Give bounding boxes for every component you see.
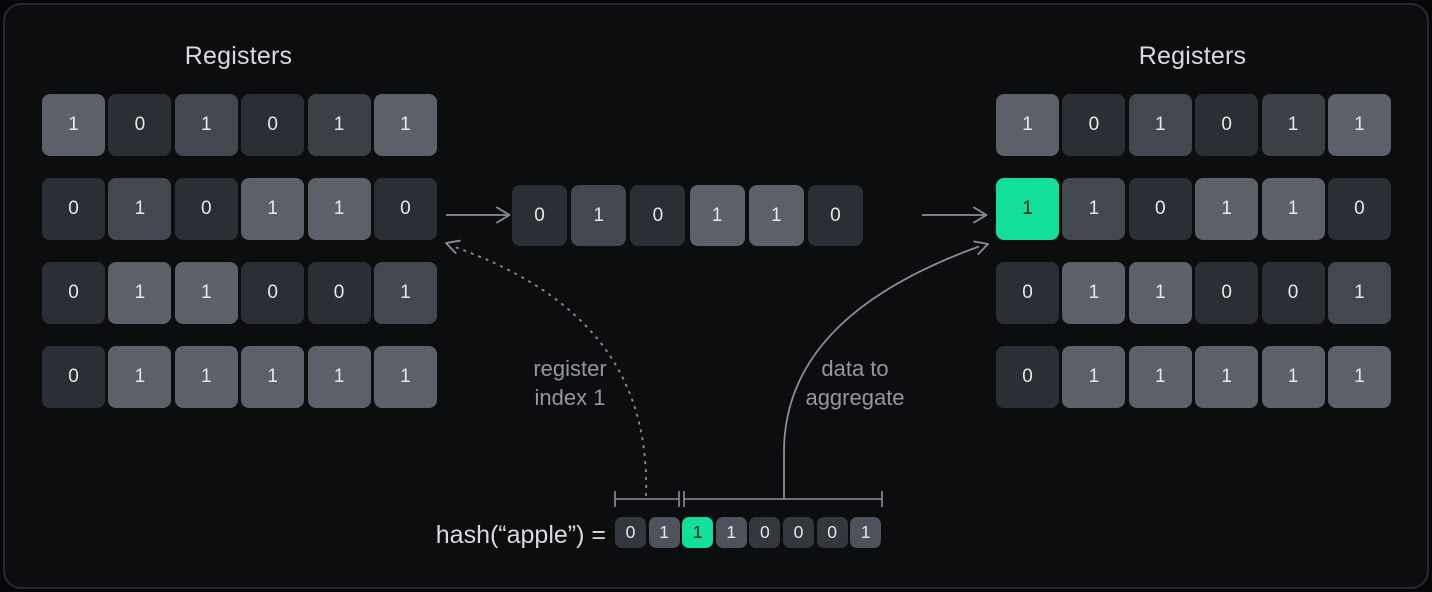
register-cell: 0 — [1195, 94, 1259, 156]
register-index-label: register index 1 — [533, 356, 607, 410]
register-cell: 1 — [996, 94, 1059, 156]
register-cell: 1 — [1327, 94, 1391, 156]
register-cell: 1 — [1128, 262, 1192, 324]
register-cell: 1 — [571, 185, 627, 246]
left-registers-title: Registers — [184, 42, 293, 70]
register-cell: 1 — [1261, 178, 1325, 240]
register-cell: 1 — [1062, 178, 1126, 240]
register-cell: 0 — [1128, 178, 1192, 240]
register-cell: 1 — [307, 346, 371, 408]
register-cell: 1 — [1195, 346, 1259, 408]
register-cell: 0 — [782, 517, 814, 548]
register-cell: 1 — [648, 517, 680, 548]
register-cell: 1 — [307, 178, 371, 240]
register-cell: 1 — [850, 517, 882, 548]
register-cell: 0 — [241, 94, 305, 156]
register-cell: 0 — [42, 178, 105, 240]
register-cell: 1 — [715, 517, 747, 548]
register-cell: 1 — [108, 346, 172, 408]
register-cell: 1 — [174, 346, 238, 408]
register-cell: 0 — [807, 185, 863, 246]
register-cell: 1 — [241, 178, 305, 240]
highlighted-cell: 1 — [682, 517, 714, 548]
register-cell: 1 — [1128, 94, 1192, 156]
register-cell: 0 — [1261, 262, 1325, 324]
register-cell: 1 — [373, 346, 437, 408]
register-cell: 1 — [241, 346, 305, 408]
register-cell: 0 — [512, 185, 567, 246]
register-cell: 0 — [749, 517, 781, 548]
register-cell: 1 — [1261, 346, 1325, 408]
register-cell: 0 — [174, 178, 238, 240]
register-cell: 1 — [1327, 262, 1391, 324]
register-cell: 1 — [174, 94, 238, 156]
register-cell: 1 — [42, 94, 105, 156]
register-cell: 1 — [1195, 178, 1259, 240]
register-cell: 0 — [42, 346, 105, 408]
register-cell: 1 — [1062, 262, 1126, 324]
highlighted-cell: 1 — [996, 178, 1059, 240]
right-registers-title: Registers — [1138, 42, 1247, 70]
register-cell: 0 — [996, 262, 1059, 324]
register-cell: 1 — [174, 262, 238, 324]
register-cell: 0 — [307, 262, 371, 324]
register-cell: 1 — [373, 94, 437, 156]
register-cell: 1 — [1128, 346, 1192, 408]
register-cell: 0 — [1062, 94, 1126, 156]
register-cell: 0 — [615, 517, 646, 548]
hash-expression-label: hash(“apple”) = — [435, 521, 606, 549]
register-cell: 1 — [108, 178, 172, 240]
register-cell: 1 — [108, 262, 172, 324]
register-cell: 0 — [373, 178, 437, 240]
register-cell: 0 — [108, 94, 172, 156]
register-cell: 1 — [689, 185, 745, 246]
register-cell: 0 — [42, 262, 105, 324]
data-to-aggregate-label: data to aggregate — [805, 356, 905, 410]
register-cell: 1 — [1261, 94, 1325, 156]
register-cell: 0 — [1195, 262, 1259, 324]
register-cell: 0 — [816, 517, 848, 548]
register-cell: 0 — [630, 185, 686, 246]
register-cell: 0 — [1327, 178, 1391, 240]
register-cell: 0 — [996, 346, 1059, 408]
register-cell: 1 — [1062, 346, 1126, 408]
register-cell: 1 — [373, 262, 437, 324]
register-cell: 1 — [748, 185, 804, 246]
register-cell: 1 — [1327, 346, 1391, 408]
register-cell: 0 — [241, 262, 305, 324]
register-cell: 1 — [307, 94, 371, 156]
